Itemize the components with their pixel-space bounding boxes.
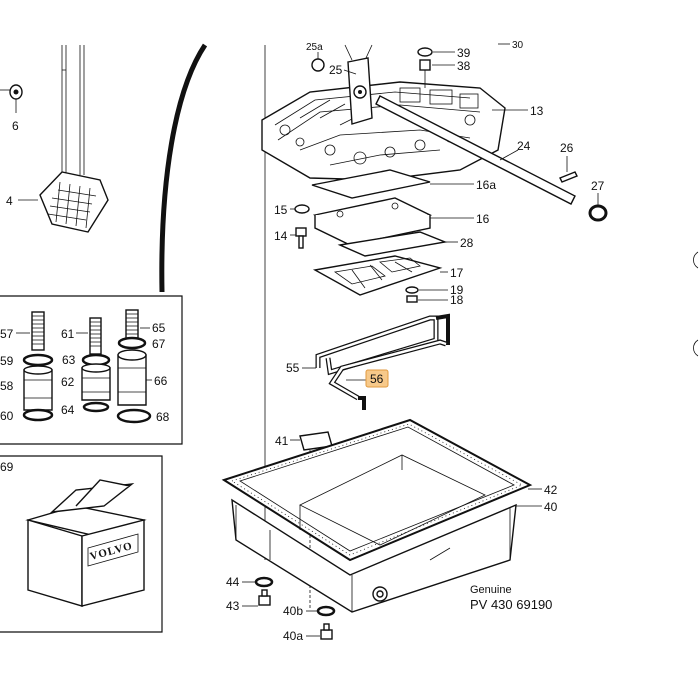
item-42-gasket (221, 418, 533, 562)
label-16: 16 (476, 212, 490, 226)
label-17: 17 (450, 266, 464, 280)
item-38-bolt (419, 59, 455, 88)
label-6: 6 (12, 119, 19, 133)
ring-67 (117, 336, 147, 350)
label-19: 19 (450, 283, 464, 297)
item-24-shaft (375, 95, 576, 205)
ring-68 (116, 408, 152, 424)
label-39: 39 (457, 46, 471, 60)
label-57: 57 (0, 327, 14, 341)
label-15: 15 (274, 203, 288, 217)
label-25a: 25a (306, 42, 323, 53)
label-27: 27 (591, 179, 605, 193)
sleeve-58 (23, 365, 53, 411)
item-40b-washer (306, 605, 336, 617)
item-4-strainer (39, 171, 109, 233)
label-64: 64 (61, 403, 75, 417)
label-55: 55 (286, 361, 300, 375)
label-66: 66 (154, 374, 168, 388)
item-19-washer (405, 286, 448, 294)
item-4-rod-2 (79, 45, 85, 175)
genuine-text: Genuine (470, 584, 512, 596)
label-14: 14 (274, 229, 288, 243)
label-43: 43 (226, 599, 240, 613)
item-26-pin (559, 156, 578, 183)
label-28: 28 (460, 236, 474, 250)
item-44-washer (242, 576, 274, 588)
label-58: 58 (0, 379, 14, 393)
label-13: 13 (530, 104, 544, 118)
item-18-bolt (406, 295, 448, 303)
item-16a-gasket (311, 169, 431, 199)
label-69: 69 (0, 460, 14, 474)
valve-kit-panel (0, 295, 183, 445)
item-40-oil-pan (231, 454, 517, 613)
item-17-strainer-plate (312, 255, 443, 296)
label-42: 42 (544, 483, 558, 497)
label-38: 38 (457, 59, 471, 73)
label-25: 25 (329, 63, 343, 77)
item-14-bolt (290, 227, 307, 249)
label-16a: 16a (476, 178, 496, 192)
item-27-ring (588, 193, 608, 222)
spring-61 (89, 317, 102, 355)
ring-64 (82, 401, 110, 413)
label-40b: 40b (283, 604, 303, 618)
spring-65 (125, 309, 139, 341)
item-25a-part (311, 52, 325, 72)
label-4: 4 (6, 194, 13, 208)
part-number-text: PV 430 69190 (470, 597, 552, 612)
edge-mark (693, 251, 699, 269)
item-4-rod (61, 45, 67, 175)
label-60: 60 (0, 409, 14, 423)
item-6-washer (0, 84, 23, 113)
label-62: 62 (61, 375, 75, 389)
item-56-pipe (328, 339, 447, 410)
label-59: 59 (0, 354, 14, 368)
label-30: 30 (512, 40, 524, 51)
label-41: 41 (275, 434, 289, 448)
item-55-pipe (315, 313, 450, 376)
valve-body (261, 81, 506, 181)
label-61: 61 (61, 327, 75, 341)
label-44: 44 (226, 575, 240, 589)
ring-60 (22, 408, 54, 422)
edge-mark-2 (693, 339, 699, 357)
kit-69-panel (0, 455, 163, 633)
spring-57 (31, 311, 45, 351)
label-56: 56 (370, 372, 384, 386)
sleeve-66 (117, 349, 147, 406)
label-24: 24 (517, 139, 531, 153)
item-43-bolt (242, 589, 271, 607)
label-18: 18 (450, 293, 464, 307)
item-15-washer (290, 204, 310, 214)
label-40a: 40a (283, 629, 303, 643)
housing-outline (159, 43, 208, 293)
label-63: 63 (62, 353, 76, 367)
label-40: 40 (544, 500, 558, 514)
ring-59 (22, 353, 54, 367)
item-39-nut (417, 47, 455, 57)
label-56-highlight (365, 369, 389, 388)
item-40a-plug (306, 623, 333, 640)
label-65: 65 (152, 321, 166, 335)
label-26: 26 (560, 141, 574, 155)
label-68: 68 (156, 410, 170, 424)
label-67: 67 (152, 337, 166, 351)
sleeve-62 (81, 363, 111, 401)
volvo-parts-box (25, 479, 147, 607)
item-25-lever (344, 44, 373, 125)
